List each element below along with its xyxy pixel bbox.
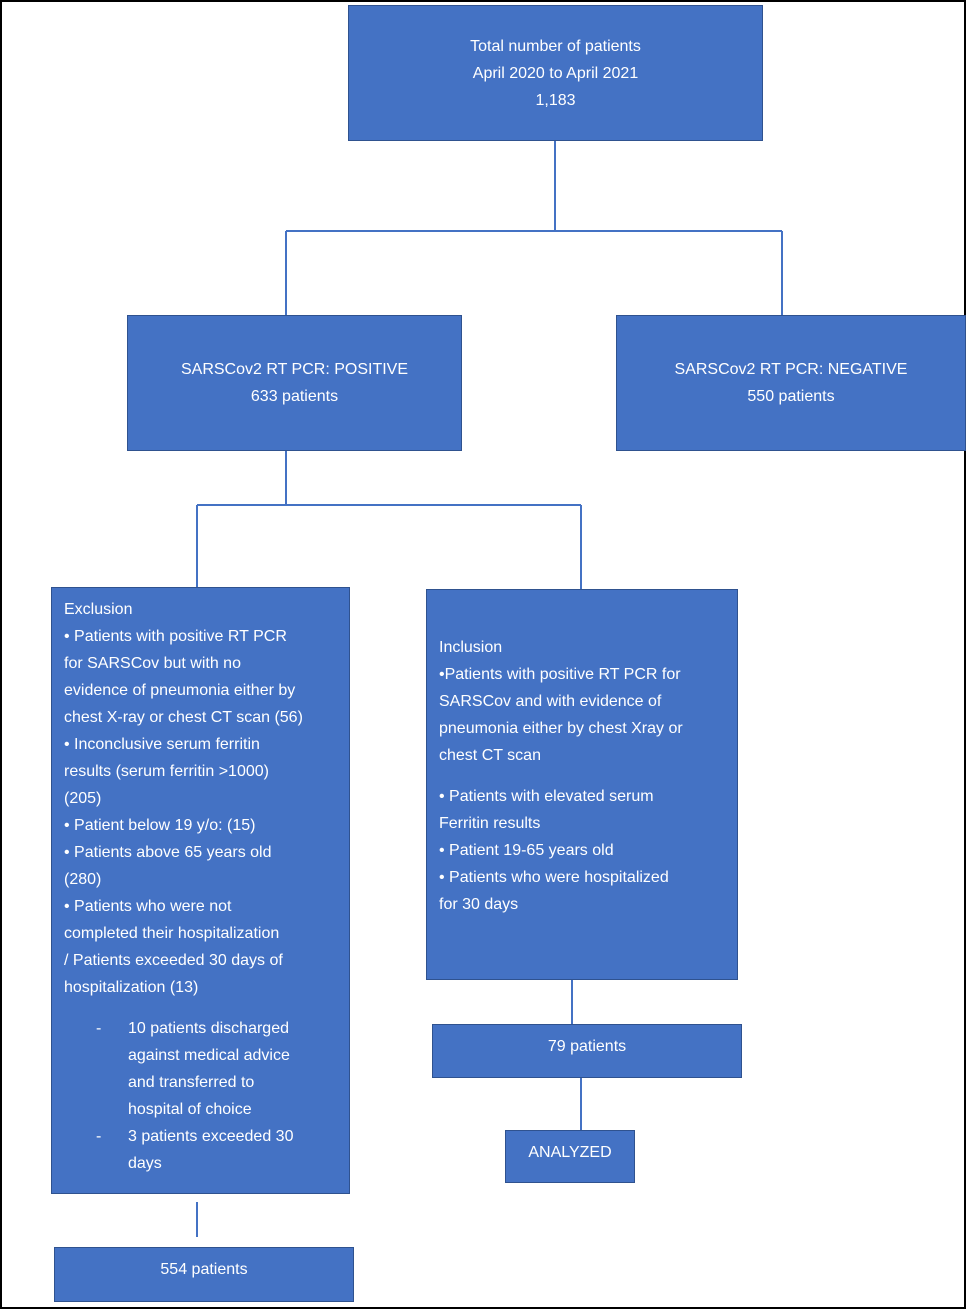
sublist-line: against medical advice — [128, 1047, 290, 1064]
total-patients-title: Total number of patients — [470, 37, 641, 55]
exclusion-line: for SARSCov but with no — [64, 655, 241, 672]
sublist-dash: - — [96, 1020, 102, 1037]
exclusion-line: • Inconclusive serum ferritin — [64, 736, 260, 753]
exclusion-line: completed their hospitalization — [64, 925, 280, 942]
inclusion-line: chest CT scan — [439, 747, 541, 764]
pcr-negative-box: SARSCov2 RT PCR: NEGATIVE 550 patients — [616, 315, 966, 451]
inclusion-title: Inclusion — [439, 639, 503, 656]
exclusion-line: • Patient below 19 y/o: (15) — [64, 817, 256, 834]
exclusion-line: • Patients with positive RT PCR — [64, 628, 287, 645]
sublist-line: 3 patients exceeded 30 — [128, 1128, 294, 1145]
sublist-line: hospital of choice — [128, 1101, 252, 1118]
inclusion-line: for 30 days — [439, 896, 519, 913]
inclusion-box: Inclusion •Patients with positive RT PCR… — [426, 589, 738, 980]
exclusion-line: chest X-ray or chest CT scan (56) — [64, 709, 303, 726]
exclusion-line: • Patients above 65 years old — [64, 844, 272, 861]
pcr-positive-count: 633 patients — [250, 388, 339, 405]
exclusion-line: • Patients who were not — [64, 898, 232, 915]
inclusion-line: • Patients with elevated serum — [439, 788, 654, 805]
included-count: 79 patients — [547, 1038, 627, 1055]
pcr-positive-box: SARSCov2 RT PCR: POSITIVE 633 patients — [127, 315, 462, 451]
excluded-count-box: 554 patients — [54, 1247, 354, 1302]
exclusion-box: Exclusion • Patients with positive RT PC… — [51, 587, 350, 1194]
inclusion-line: Ferritin results — [439, 815, 541, 832]
exclusion-sublist-discharged: - 10 patients discharged against medical… — [96, 1015, 341, 1123]
exclusion-line: (280) — [64, 871, 102, 888]
analyzed-label: ANALYZED — [528, 1144, 612, 1161]
exclusion-line: results (serum ferritin >1000) — [64, 763, 269, 780]
exclusion-line: evidence of pneumonia either by — [64, 682, 296, 699]
total-patients-period: April 2020 to April 2021 — [472, 64, 639, 82]
sublist-dash: - — [96, 1128, 102, 1145]
excluded-count: 554 patients — [160, 1261, 248, 1278]
exclusion-line: (205) — [64, 790, 102, 807]
exclusion-sublist-exceeded: - 3 patients exceeded 30 days — [96, 1123, 341, 1177]
exclusion-line: / Patients exceeded 30 days of — [64, 952, 283, 969]
pcr-negative-count: 550 patients — [747, 388, 835, 405]
total-patients-count: 1,183 — [535, 91, 576, 109]
inclusion-line: • Patients who were hospitalized — [439, 869, 669, 886]
pcr-positive-label: SARSCov2 RT PCR: POSITIVE — [180, 361, 409, 378]
exclusion-line: hospitalization (13) — [64, 979, 199, 996]
inclusion-line: •Patients with positive RT PCR for — [439, 666, 681, 683]
pcr-negative-label: SARSCov2 RT PCR: NEGATIVE — [674, 361, 908, 378]
inclusion-line: SARSCov and with evidence of — [439, 693, 662, 710]
inclusion-group-b: • Patients with elevated serum Ferritin … — [439, 783, 729, 918]
sublist-line: days — [128, 1155, 162, 1172]
sublist-line: and transferred to — [128, 1074, 255, 1091]
analyzed-box: ANALYZED — [505, 1130, 635, 1183]
sublist-line: 10 patients discharged — [128, 1020, 289, 1037]
inclusion-line: • Patient 19-65 years old — [439, 842, 614, 859]
exclusion-title: Exclusion — [64, 601, 133, 618]
inclusion-line: pneumonia either by chest Xray or — [439, 720, 683, 737]
included-count-box: 79 patients — [432, 1024, 742, 1078]
total-patients-box: Total number of patients April 2020 to A… — [348, 5, 763, 141]
